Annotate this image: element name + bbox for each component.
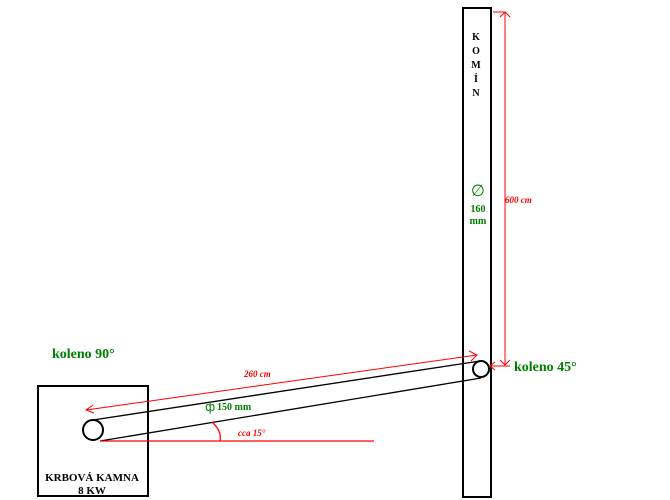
- elbow-90-label: koleno 90°: [52, 347, 115, 362]
- chimney-label: K O M Í N: [471, 32, 481, 99]
- stove-label-line2: 8 KW: [78, 485, 106, 497]
- pipe-length-label: 260 cm: [243, 369, 271, 379]
- chimney-letter-k: K: [472, 32, 480, 43]
- chimney-diameter-unit: mm: [470, 216, 487, 227]
- chimney: [462, 7, 492, 498]
- angle-label: cca 15°: [238, 428, 266, 438]
- chimney-diameter-label: ∅ 160 mm: [470, 181, 487, 227]
- elbow-90-circle: [82, 419, 104, 441]
- chimney-height-dimension: [493, 11, 511, 366]
- elbow-45-circle: [472, 360, 490, 378]
- pipe-diameter-label: 150 mm: [217, 402, 252, 413]
- chimney-letter-n: N: [472, 88, 480, 99]
- pipe-diameter-symbol: ф: [205, 400, 215, 414]
- chimney-letter-o: O: [472, 46, 480, 57]
- chimney-height-label: 600 cm: [505, 195, 532, 205]
- chimney-letter-i: Í: [474, 73, 478, 85]
- angle-indicator: [100, 421, 374, 442]
- elbow-45-label: koleno 45°: [514, 360, 577, 375]
- stove-label-line1: KRBOVÁ KAMNA: [45, 472, 139, 484]
- pipe-length-dimension: [84, 350, 478, 414]
- chimney-diameter-symbol: ∅: [471, 181, 485, 200]
- elbow-45-marker: [489, 361, 510, 371]
- chimney-letter-m: M: [471, 60, 481, 71]
- flue-pipe: [92, 360, 482, 442]
- chimney-diameter-value: 160: [471, 204, 486, 215]
